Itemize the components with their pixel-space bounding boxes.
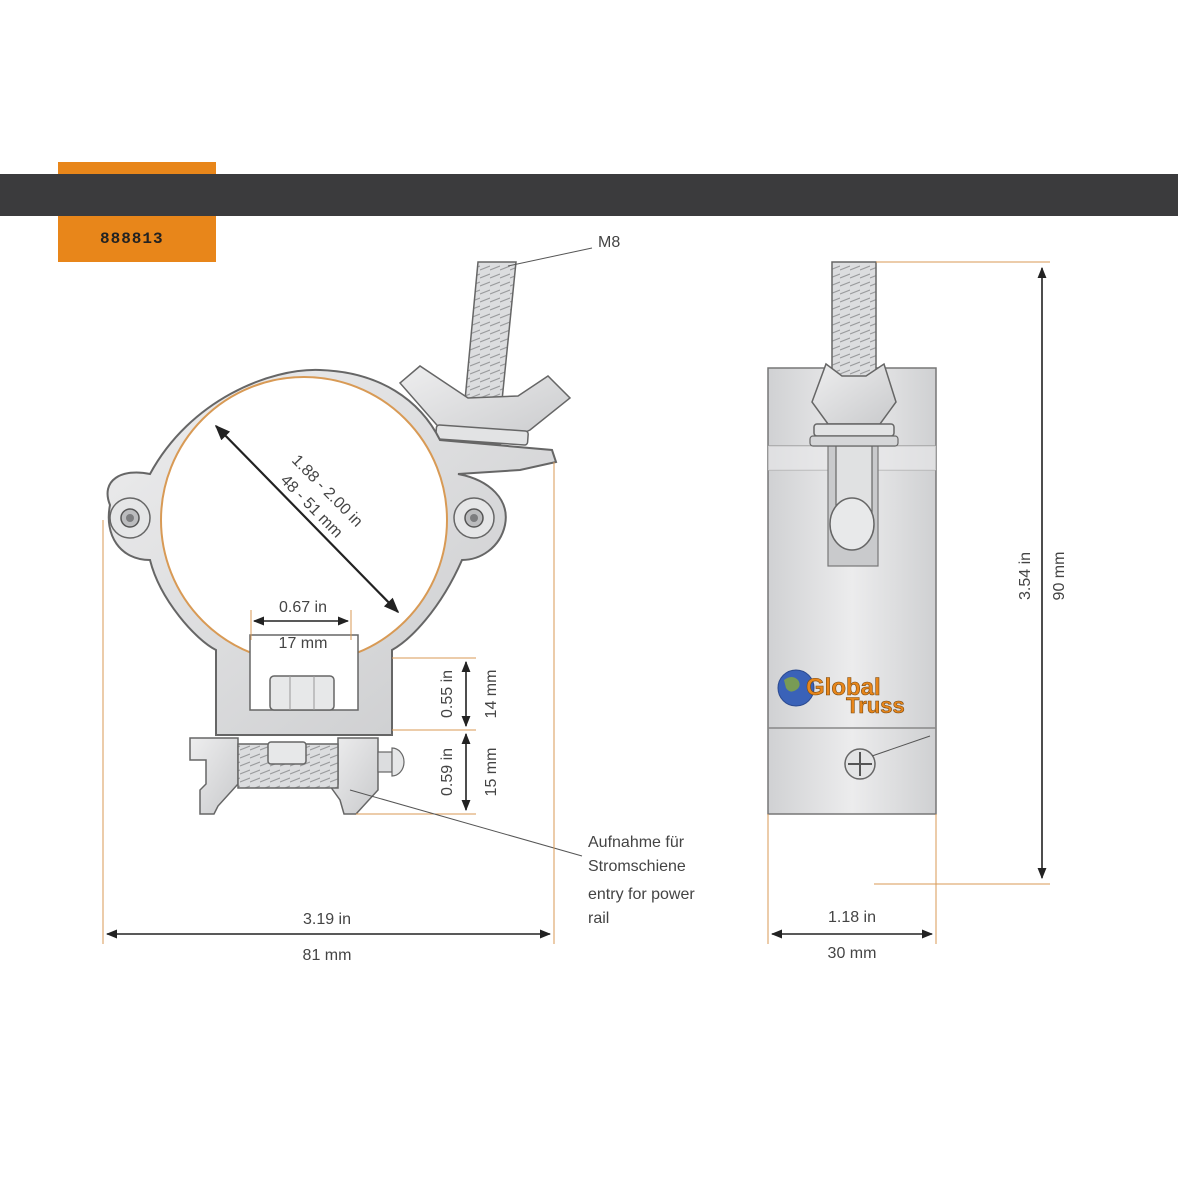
logo-word-global: Global — [806, 674, 881, 701]
upper-height-mm-label: 14 mm — [483, 670, 500, 719]
header-bar — [0, 174, 1178, 216]
pipe-diameter-dimension-line — [214, 424, 400, 614]
rail-adapter — [189, 737, 405, 815]
upper-height-in-label: 0.55 in — [439, 670, 456, 718]
lower-height-in-label: 0.59 in — [439, 748, 456, 796]
rail-note-de-line1: Aufnahme für — [588, 834, 685, 851]
total-width-in-label: 3.19 in — [303, 911, 351, 928]
side-width-mm-label: 30 mm — [828, 945, 877, 962]
slot-width-mm-label: 17 mm — [279, 635, 328, 652]
bolt-leader — [507, 247, 593, 267]
height-in-label: 3.54 in — [1017, 552, 1034, 600]
article-tab: 888813 — [58, 216, 216, 262]
logo-word-truss: Truss — [846, 693, 905, 718]
lower-height-mm-label: 15 mm — [483, 748, 500, 797]
total-width-mm-label: 81 mm — [303, 947, 352, 964]
height-mm-label: 90 mm — [1051, 552, 1068, 601]
article-number: 888813 — [100, 230, 164, 248]
rail-note-de-line2: Stromschiene — [588, 858, 686, 875]
front-view: M8 1.88 - 2.00 in 48 - 51 mm 0.67 in 17 … — [102, 234, 695, 964]
side-screw — [844, 735, 931, 780]
slot-width-in-label: 0.67 in — [279, 599, 327, 616]
wing-nut — [398, 365, 572, 446]
side-view: Global Truss 3.54 in 90 mm 1.18 in 30 mm — [767, 261, 1068, 962]
side-width-in-label: 1.18 in — [828, 909, 876, 926]
rail-note-en-line1: entry for power — [588, 886, 695, 903]
rail-note-leader — [349, 789, 583, 857]
global-truss-logo: Global Truss — [777, 669, 905, 718]
rail-note-en-line2: rail — [588, 910, 609, 927]
article-tab-top — [58, 162, 216, 174]
bolt-label: M8 — [598, 234, 620, 251]
